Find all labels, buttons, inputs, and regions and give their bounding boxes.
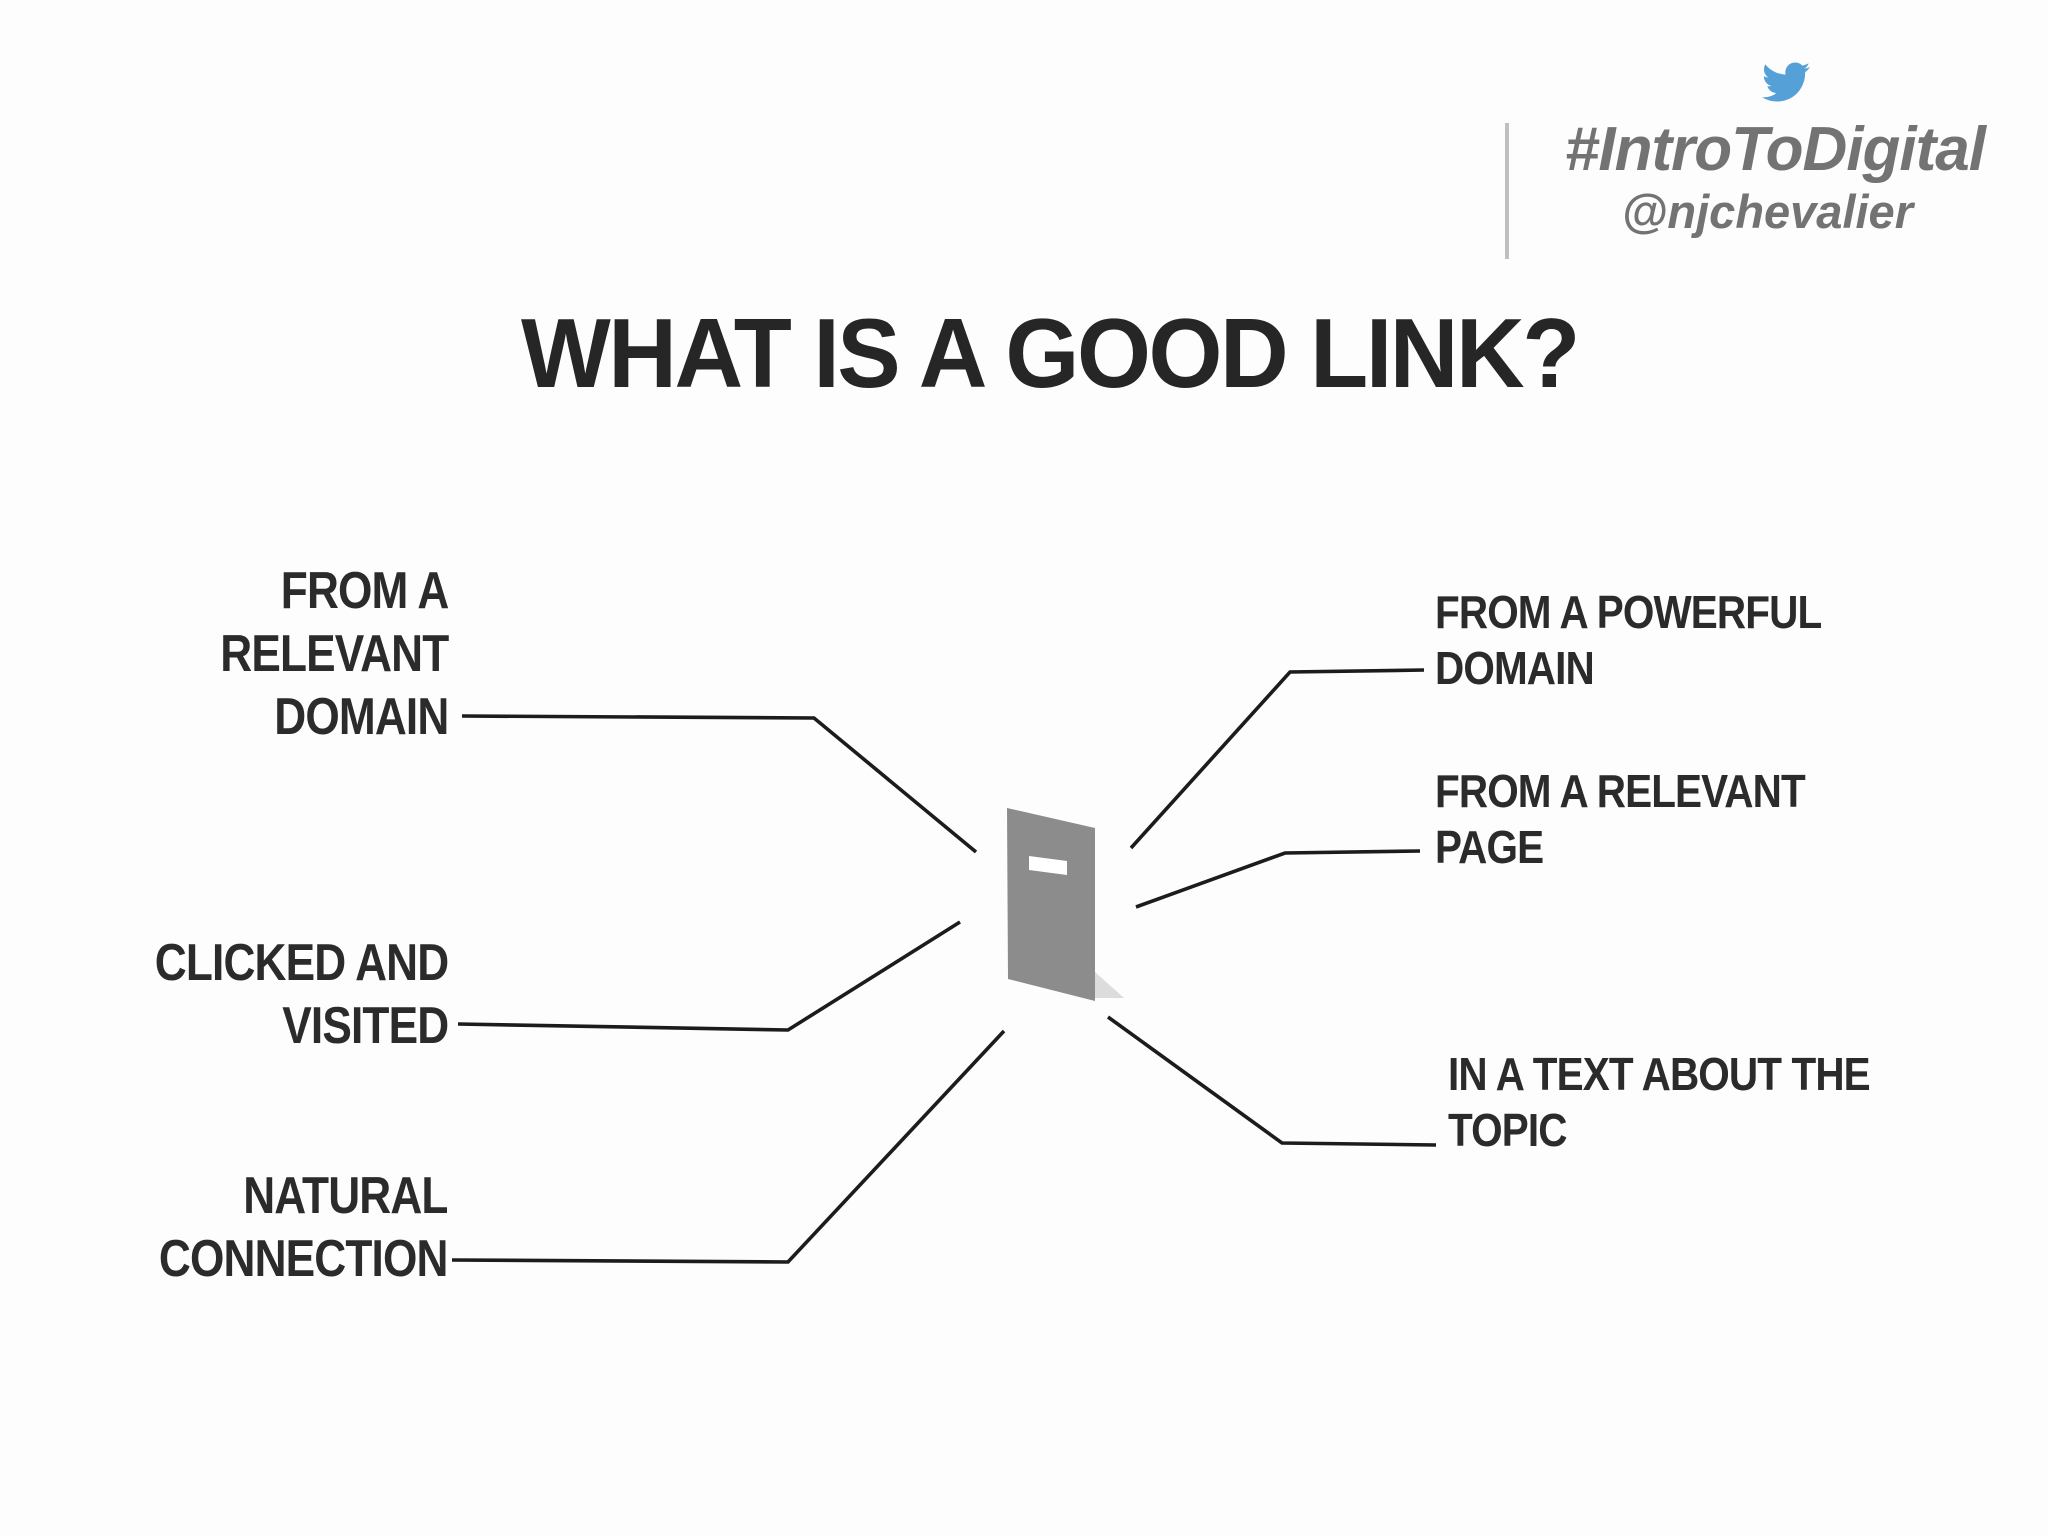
twitter-handle-text: @njchevalier — [1621, 185, 1913, 239]
label-line: TOPIC — [1448, 1104, 1567, 1156]
hashtag-text: #IntroToDigital — [1564, 115, 1986, 184]
label-line: CONNECTION — [159, 1230, 448, 1288]
label-line: DOMAIN — [1435, 642, 1595, 694]
connector-clicked-and-visited — [457, 920, 961, 1032]
slide-title: WHAT IS A GOOD LINK? — [521, 298, 1580, 408]
label-line: RELEVANT — [219, 625, 449, 683]
label-from-a-relevant-page: FROM A RELEVANT PAGE — [1435, 763, 1806, 875]
label-line: FROM A RELEVANT — [1435, 765, 1806, 817]
connector-from-a-relevant-page — [1135, 849, 1421, 909]
label-from-a-powerful-domain: FROM A POWERFUL DOMAIN — [1435, 584, 1822, 696]
label-line: PAGE — [1435, 821, 1544, 873]
header-divider — [1505, 123, 1509, 259]
label-line: FROM A — [280, 562, 448, 620]
label-line: CLICKED AND — [154, 934, 449, 992]
door-shadow — [1095, 972, 1124, 998]
label-line: VISITED — [282, 997, 449, 1055]
label-line: IN A TEXT ABOUT THE — [1448, 1048, 1871, 1100]
twitter-bird-icon — [1762, 62, 1810, 102]
twitter-bird-path — [1762, 62, 1810, 102]
label-natural-connection: NATURAL CONNECTION — [159, 1165, 448, 1291]
twitter-attribution: #IntroToDigital @njchevalier — [1564, 115, 1986, 239]
connector-from-a-relevant-domain — [461, 714, 978, 854]
door-page-icon — [1007, 808, 1095, 1001]
connector-natural-connection — [451, 1029, 1006, 1264]
label-clicked-and-visited: CLICKED AND VISITED — [154, 932, 449, 1058]
connector-in-a-text-about-the-topic — [1106, 1015, 1437, 1147]
label-line: FROM A POWERFUL — [1435, 586, 1822, 638]
label-from-a-relevant-domain: FROM A RELEVANT DOMAIN — [219, 560, 449, 749]
connector-from-a-powerful-domain — [1129, 668, 1425, 850]
door-slot — [1029, 856, 1067, 875]
label-in-a-text-about-the-topic: IN A TEXT ABOUT THE TOPIC — [1448, 1046, 1871, 1158]
label-line: DOMAIN — [273, 688, 449, 746]
label-line: NATURAL — [243, 1167, 449, 1225]
